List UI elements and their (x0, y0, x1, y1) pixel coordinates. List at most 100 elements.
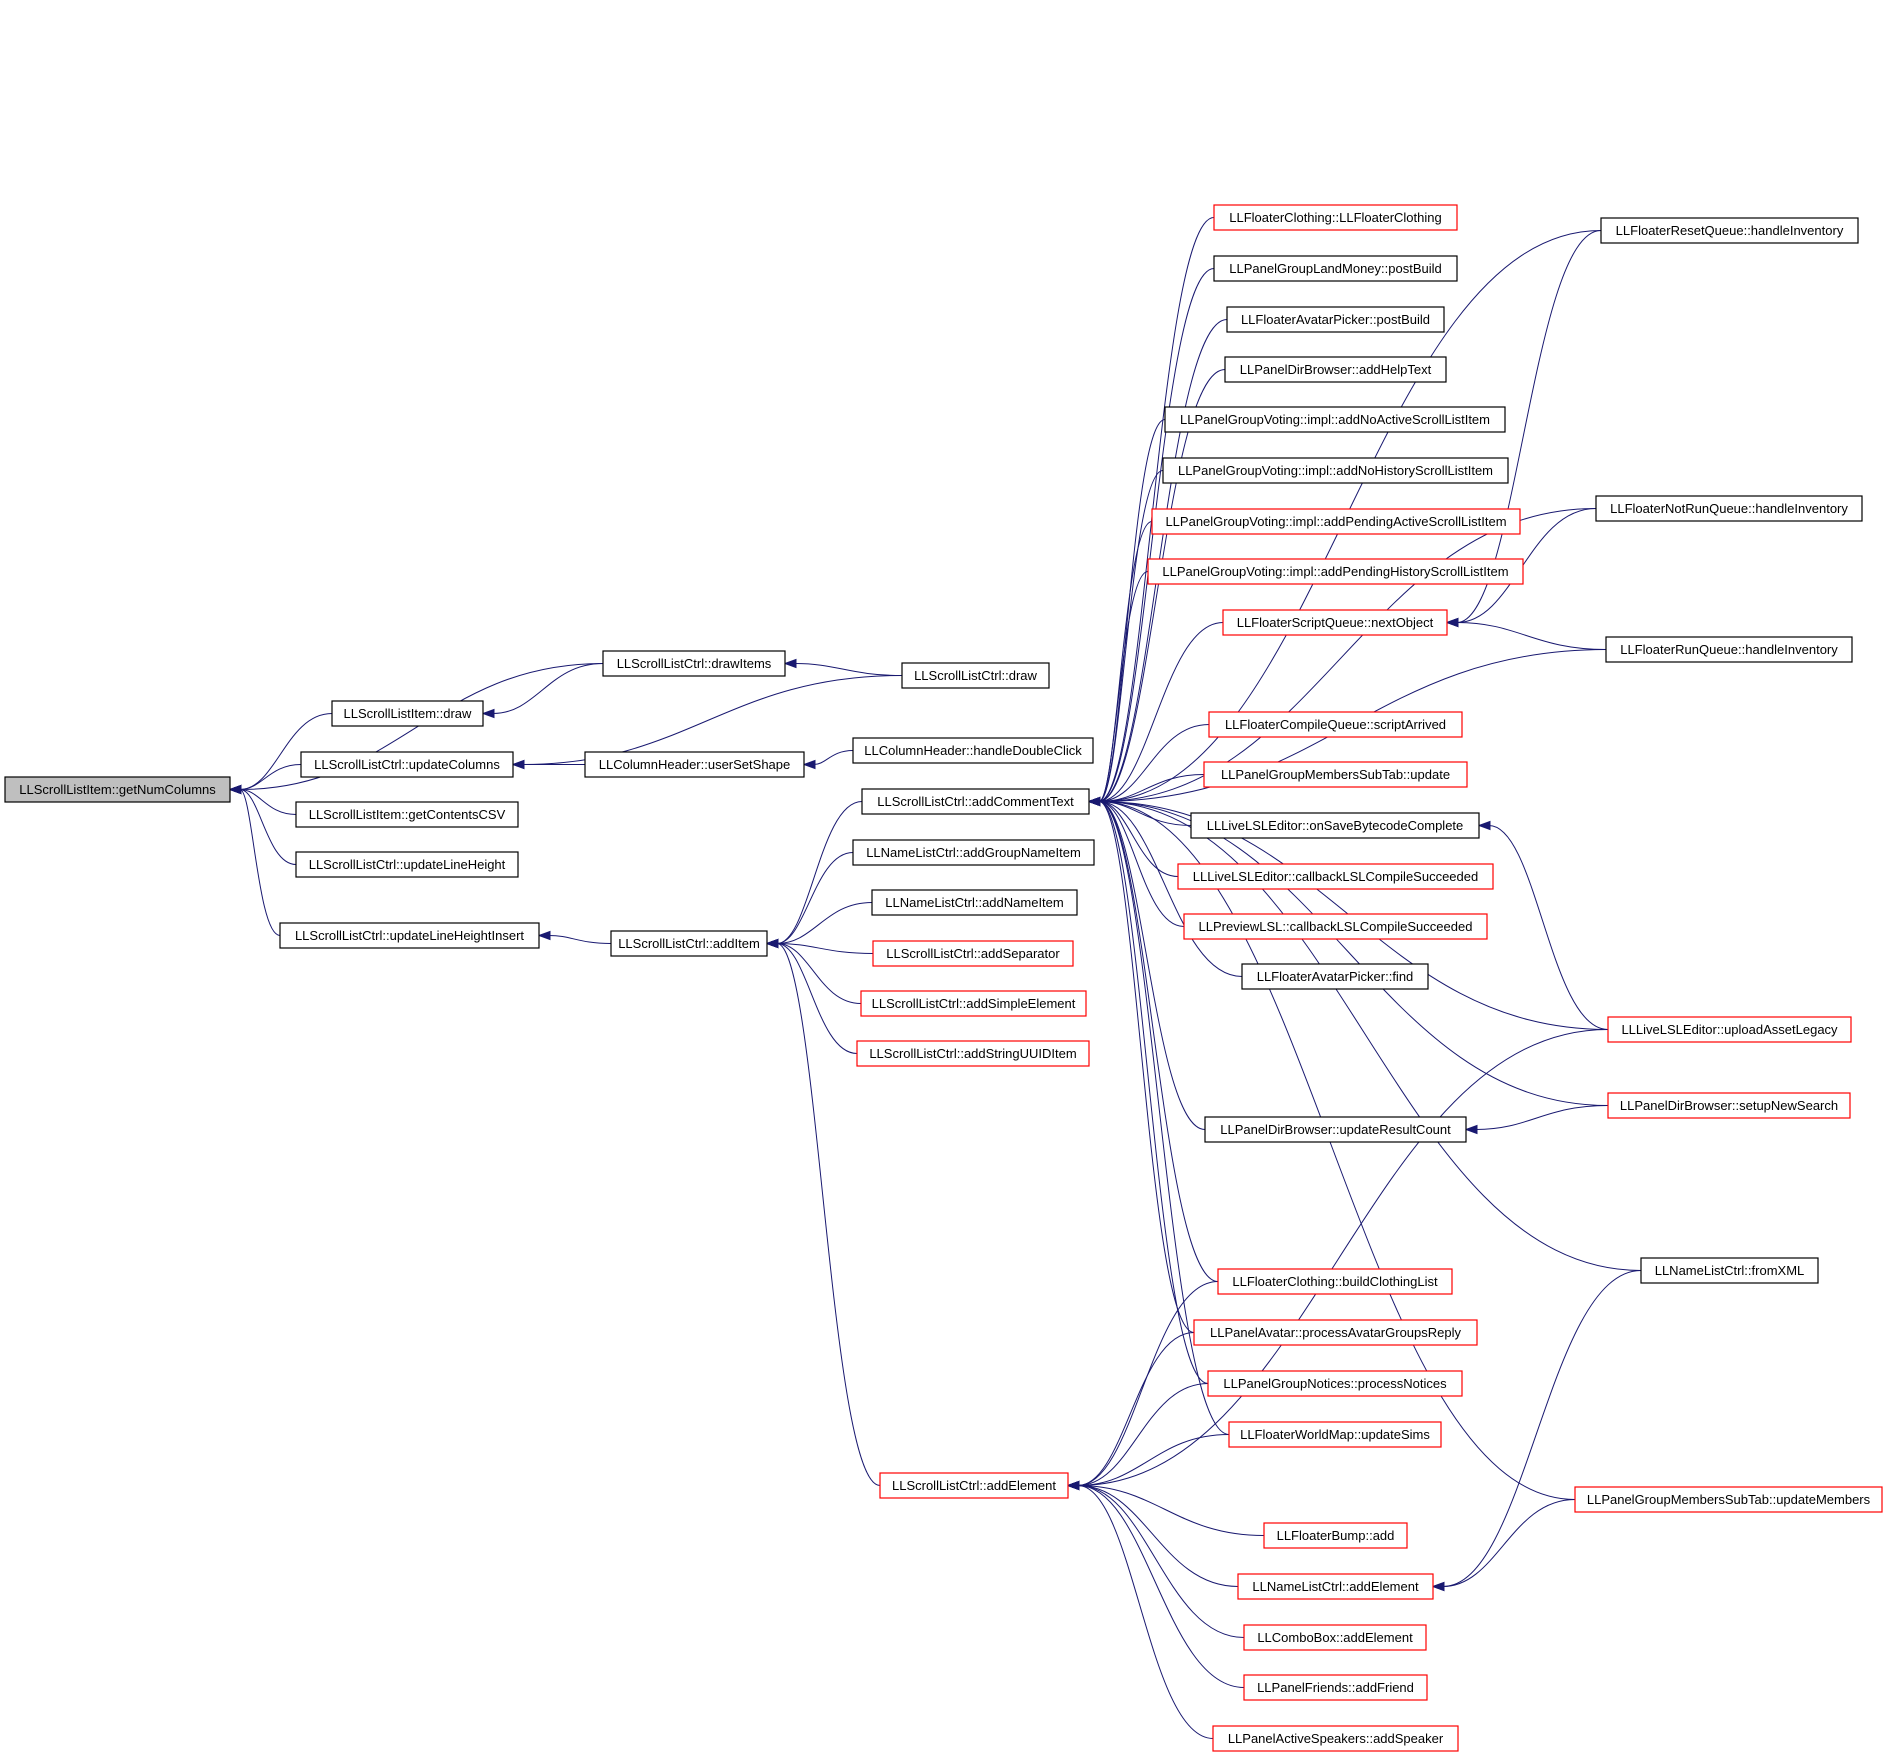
node-llfloater-run-queue-handle-inventory[interactable]: LLFloaterRunQueue::handleInventory (1605, 636, 1853, 663)
node-llfloater-reset-queue-handle-inventory[interactable]: LLFloaterResetQueue::handleInventory (1600, 217, 1859, 244)
node-llscroll-list-ctrl-draw[interactable]: LLScrollListCtrl::draw (901, 662, 1050, 689)
node-box[interactable] (1207, 1370, 1463, 1397)
node-llcolumn-header-user-set-shape[interactable]: LLColumnHeader::userSetShape (584, 751, 805, 778)
node-box[interactable] (872, 940, 1074, 967)
node-llscroll-list-ctrl-draw-items[interactable]: LLScrollListCtrl::drawItems (602, 650, 786, 677)
node-llname-list-ctrl-add-name-item[interactable]: LLNameListCtrl::addNameItem (871, 889, 1078, 916)
node-box[interactable] (1222, 609, 1448, 636)
node-box[interactable] (279, 922, 540, 949)
node-lllive-lsleditor-callback-lslcompile-succeeded[interactable]: LLLiveLSLEditor::callbackLSLCompileSucce… (1177, 863, 1494, 890)
node-box[interactable] (4, 776, 231, 803)
node-box[interactable] (861, 788, 1090, 815)
node-llpanel-avatar-process-avatar-groups-reply[interactable]: LLPanelAvatar::processAvatarGroupsReply (1193, 1319, 1478, 1346)
node-llname-list-ctrl-add-group-name-item[interactable]: LLNameListCtrl::addGroupNameItem (852, 839, 1095, 866)
node-llpanel-group-members-sub-tab-update-members[interactable]: LLPanelGroupMembersSubTab::updateMembers (1574, 1486, 1883, 1513)
node-llpanel-active-speakers-add-speaker[interactable]: LLPanelActiveSpeakers::addSpeaker (1212, 1725, 1459, 1752)
node-llscroll-list-item-get-contents-csv[interactable]: LLScrollListItem::getContentsCSV (295, 801, 519, 828)
node-box[interactable] (1243, 1624, 1427, 1651)
node-box[interactable] (1217, 1268, 1453, 1295)
node-llfloater-avatar-picker-post-build[interactable]: LLFloaterAvatarPicker::postBuild (1226, 306, 1445, 333)
node-llscroll-list-ctrl-add-item[interactable]: LLScrollListCtrl::addItem (610, 930, 768, 957)
node-llpanel-dir-browser-add-help-text[interactable]: LLPanelDirBrowser::addHelpText (1224, 356, 1447, 383)
node-box[interactable] (1224, 356, 1447, 383)
node-llpanel-friends-add-friend[interactable]: LLPanelFriends::addFriend (1243, 1674, 1428, 1701)
node-llscroll-list-ctrl-add-element[interactable]: LLScrollListCtrl::addElement (879, 1472, 1069, 1499)
node-llpanel-group-members-sub-tab-update[interactable]: LLPanelGroupMembersSubTab::update (1203, 761, 1468, 788)
node-box[interactable] (610, 930, 768, 957)
node-llfloater-world-map-update-sims[interactable]: LLFloaterWorldMap::updateSims (1228, 1421, 1442, 1448)
node-box[interactable] (1228, 1421, 1442, 1448)
node-llpanel-dir-browser-update-result-count[interactable]: LLPanelDirBrowser::updateResultCount (1204, 1116, 1467, 1143)
node-llscroll-list-ctrl-add-string-uuiditem[interactable]: LLScrollListCtrl::addStringUUIDItem (856, 1040, 1090, 1067)
node-box[interactable] (1164, 406, 1506, 433)
node-llcombo-box-add-element[interactable]: LLComboBox::addElement (1243, 1624, 1427, 1651)
node-llscroll-list-ctrl-add-separator[interactable]: LLScrollListCtrl::addSeparator (872, 940, 1074, 967)
node-box[interactable] (1183, 913, 1488, 940)
node-box[interactable] (901, 662, 1050, 689)
node-llpanel-group-voting-impl-add-no-active-scroll-list-item[interactable]: LLPanelGroupVoting::impl::addNoActiveScr… (1164, 406, 1506, 433)
node-box[interactable] (879, 1472, 1069, 1499)
node-box[interactable] (856, 1040, 1090, 1067)
node-box[interactable] (1151, 508, 1521, 535)
node-llscroll-list-item-draw[interactable]: LLScrollListItem::draw (331, 700, 484, 727)
node-lllive-lsleditor-on-save-bytecode-complete[interactable]: LLLiveLSLEditor::onSaveBytecodeComplete (1190, 812, 1480, 839)
node-llfloater-not-run-queue-handle-inventory[interactable]: LLFloaterNotRunQueue::handleInventory (1595, 495, 1863, 522)
node-llpanel-group-voting-impl-add-no-history-scroll-list-item[interactable]: LLPanelGroupVoting::impl::addNoHistorySc… (1162, 457, 1509, 484)
node-box[interactable] (1212, 1725, 1459, 1752)
node-llname-list-ctrl-from-xml[interactable]: LLNameListCtrl::fromXML (1640, 1257, 1819, 1284)
node-box[interactable] (1177, 863, 1494, 890)
node-llscroll-list-ctrl-add-comment-text[interactable]: LLScrollListCtrl::addCommentText (861, 788, 1090, 815)
node-llpanel-group-voting-impl-add-pending-history-scroll-list-item[interactable]: LLPanelGroupVoting::impl::addPendingHist… (1147, 558, 1524, 585)
node-llfloater-compile-queue-script-arrived[interactable]: LLFloaterCompileQueue::scriptArrived (1208, 711, 1463, 738)
node-llscroll-list-ctrl-update-line-height[interactable]: LLScrollListCtrl::updateLineHeight (295, 851, 519, 878)
node-box[interactable] (1263, 1522, 1408, 1549)
node-llscroll-list-ctrl-add-simple-element[interactable]: LLScrollListCtrl::addSimpleElement (860, 990, 1087, 1017)
node-box[interactable] (602, 650, 786, 677)
node-box[interactable] (295, 851, 519, 878)
node-llscroll-list-ctrl-update-columns[interactable]: LLScrollListCtrl::updateColumns (300, 751, 514, 778)
node-box[interactable] (860, 990, 1087, 1017)
node-box[interactable] (331, 700, 484, 727)
node-llscroll-list-item-get-num-columns[interactable]: LLScrollListItem::getNumColumns (4, 776, 231, 803)
node-box[interactable] (295, 801, 519, 828)
node-box[interactable] (1607, 1092, 1851, 1119)
node-llscroll-list-ctrl-update-line-height-insert[interactable]: LLScrollListCtrl::updateLineHeightInsert (279, 922, 540, 949)
node-box[interactable] (1607, 1016, 1852, 1043)
node-box[interactable] (1241, 963, 1429, 990)
node-box[interactable] (871, 889, 1078, 916)
node-box[interactable] (1600, 217, 1859, 244)
node-box[interactable] (300, 751, 514, 778)
node-box[interactable] (1147, 558, 1524, 585)
node-box[interactable] (1203, 761, 1468, 788)
node-llfloater-clothing-build-clothing-list[interactable]: LLFloaterClothing::buildClothingList (1217, 1268, 1453, 1295)
node-box[interactable] (1213, 204, 1458, 231)
node-llcolumn-header-handle-double-click[interactable]: LLColumnHeader::handleDoubleClick (852, 737, 1094, 764)
node-box[interactable] (584, 751, 805, 778)
node-box[interactable] (1208, 711, 1463, 738)
node-box[interactable] (852, 839, 1095, 866)
node-llpreview-lsl-callback-lslcompile-succeeded[interactable]: LLPreviewLSL::callbackLSLCompileSucceede… (1183, 913, 1488, 940)
node-box[interactable] (1226, 306, 1445, 333)
node-box[interactable] (1640, 1257, 1819, 1284)
node-llname-list-ctrl-add-element[interactable]: LLNameListCtrl::addElement (1237, 1573, 1434, 1600)
node-box[interactable] (1213, 255, 1458, 282)
node-llfloater-avatar-picker-find[interactable]: LLFloaterAvatarPicker::find (1241, 963, 1429, 990)
node-box[interactable] (1574, 1486, 1883, 1513)
node-lllive-lsleditor-upload-asset-legacy[interactable]: LLLiveLSLEditor::uploadAssetLegacy (1607, 1016, 1852, 1043)
node-box[interactable] (1595, 495, 1863, 522)
node-llfloater-bump-add[interactable]: LLFloaterBump::add (1263, 1522, 1408, 1549)
node-box[interactable] (1237, 1573, 1434, 1600)
node-llpanel-group-voting-impl-add-pending-active-scroll-list-item[interactable]: LLPanelGroupVoting::impl::addPendingActi… (1151, 508, 1521, 535)
node-box[interactable] (1243, 1674, 1428, 1701)
node-llpanel-group-notices-process-notices[interactable]: LLPanelGroupNotices::processNotices (1207, 1370, 1463, 1397)
node-box[interactable] (1193, 1319, 1478, 1346)
node-llfloater-script-queue-next-object[interactable]: LLFloaterScriptQueue::nextObject (1222, 609, 1448, 636)
node-box[interactable] (1204, 1116, 1467, 1143)
node-llfloater-clothing-llfloater-clothing[interactable]: LLFloaterClothing::LLFloaterClothing (1213, 204, 1458, 231)
node-box[interactable] (852, 737, 1094, 764)
node-llpanel-group-land-money-post-build[interactable]: LLPanelGroupLandMoney::postBuild (1213, 255, 1458, 282)
node-llpanel-dir-browser-setup-new-search[interactable]: LLPanelDirBrowser::setupNewSearch (1607, 1092, 1851, 1119)
node-box[interactable] (1162, 457, 1509, 484)
node-box[interactable] (1190, 812, 1480, 839)
node-box[interactable] (1605, 636, 1853, 663)
